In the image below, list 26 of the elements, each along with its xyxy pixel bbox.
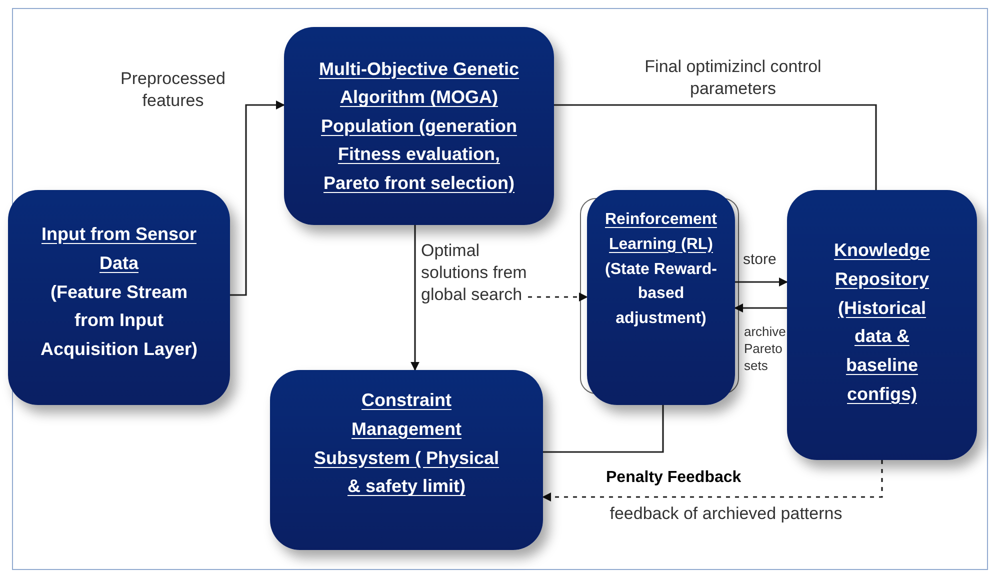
- edge-label: archive Pareto sets: [744, 324, 787, 375]
- arrow: [230, 100, 285, 296]
- edge-label: store: [743, 250, 778, 270]
- node-text: Multi-Objective Genetic Algorithm (MOGA) Population (generation Fitness evaluation, Pareto front selection): [318, 58, 520, 195]
- arrow: [410, 225, 420, 371]
- node-text: Reinforcement Learning (RL): [604, 210, 718, 255]
- edge-label: feedback of archieved patterns: [608, 503, 844, 525]
- node-text: Input from Sensor Data: [40, 223, 198, 275]
- arrow: [734, 304, 787, 312]
- node-text: (State Reward-based adjustment): [604, 260, 718, 330]
- process-box: [787, 190, 977, 460]
- edge-label: Preprocessed features: [120, 68, 226, 112]
- arrow: [735, 278, 788, 286]
- edge-label: Final optimizincl control parameters: [644, 56, 822, 100]
- process-box: [8, 190, 230, 405]
- node-text: Knowledge Repository (Historical data & baseline configs): [832, 239, 931, 406]
- connector-line: [554, 104, 877, 190]
- node-text: (Feature Stream from Input Acquisition Layer): [39, 280, 199, 362]
- node-text: Constraint Management Subsystem ( Physical & safety limit): [312, 389, 500, 498]
- process-box: [284, 27, 554, 225]
- dashed-arrow: [542, 460, 883, 502]
- process-box: [270, 370, 543, 550]
- edge-label: Optimal solutions frem global search: [421, 240, 528, 306]
- connector-line: [543, 405, 664, 453]
- dashed-arrow: [528, 292, 588, 302]
- process-box: [587, 190, 735, 405]
